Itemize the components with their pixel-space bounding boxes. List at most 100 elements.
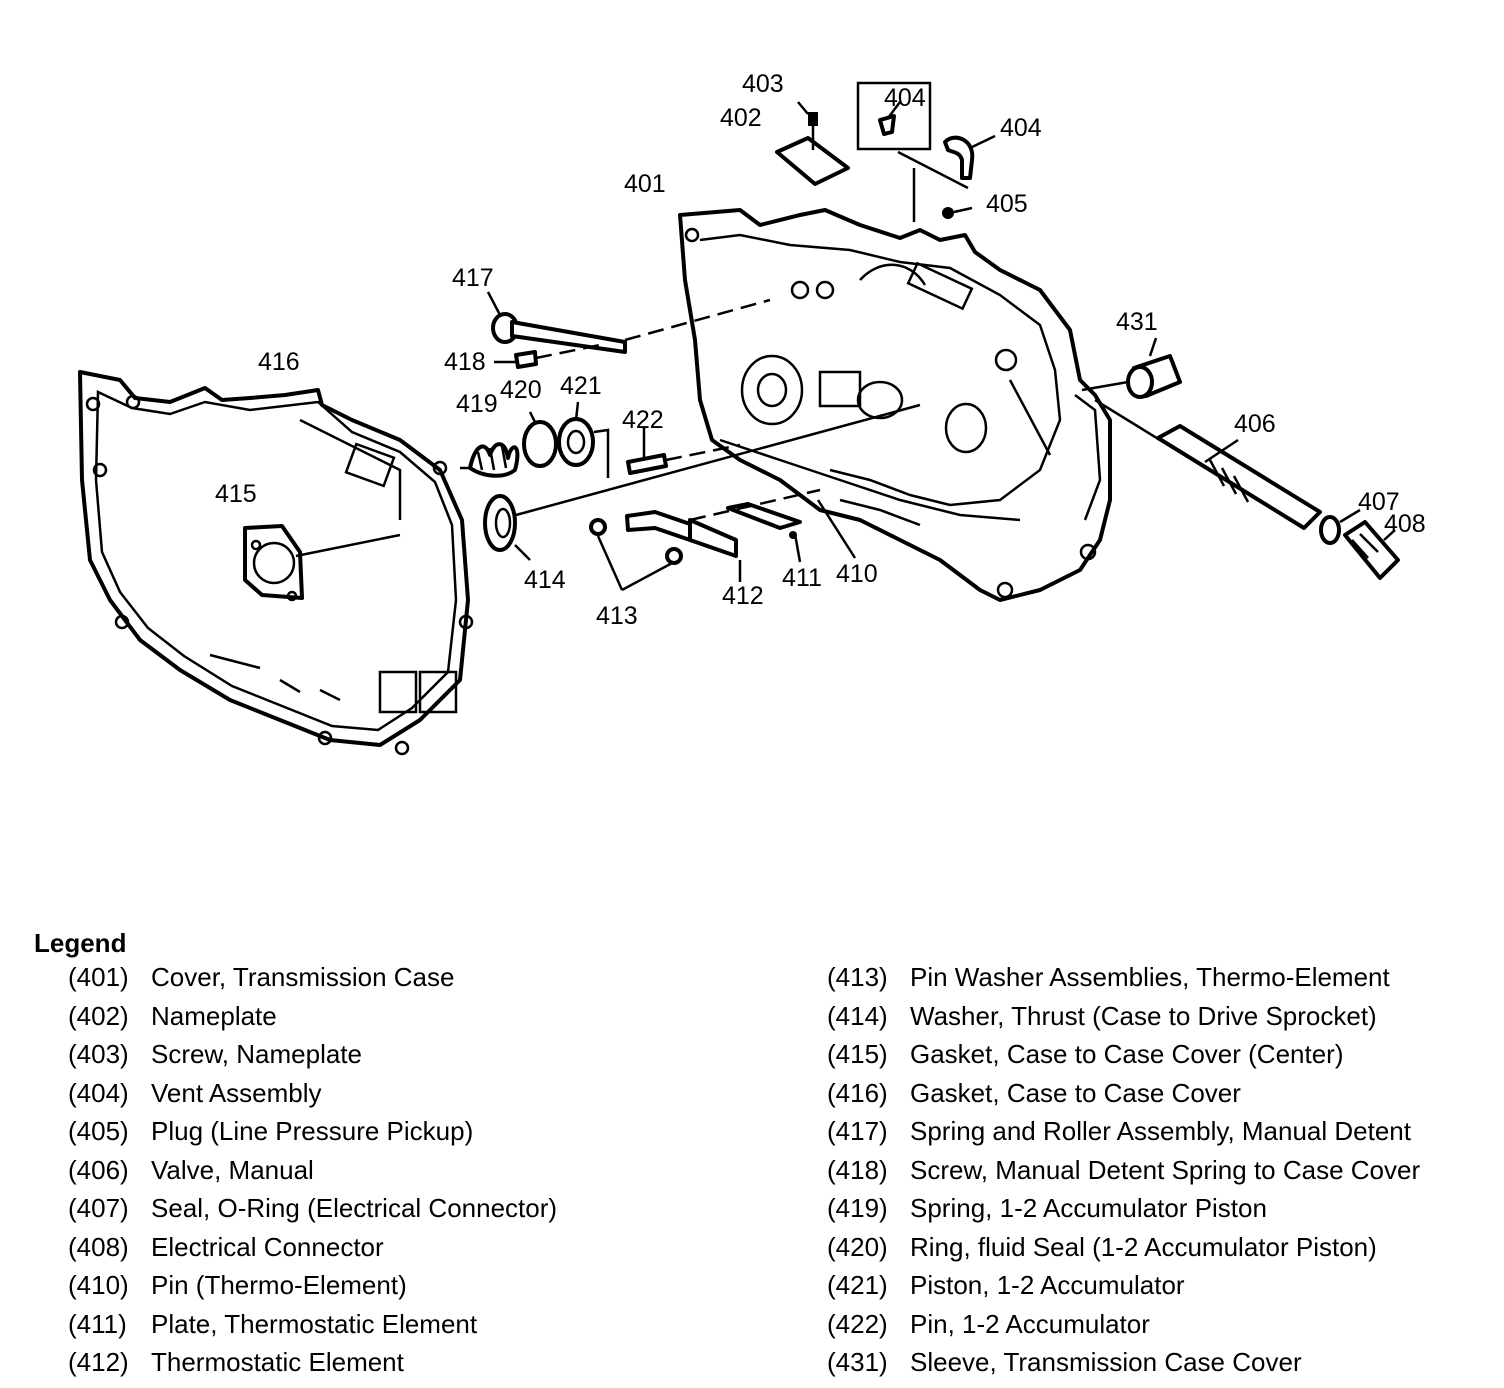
transmission-case-cover [678, 208, 1112, 602]
legend-item-code: (404) [68, 1077, 129, 1108]
legend-item-code: (419) [827, 1193, 888, 1223]
callout-422: 422 [622, 406, 664, 434]
legend-item: (422) Pin, 1-2 Accumulator [827, 1309, 1504, 1348]
legend-item-code: (422) [827, 1308, 888, 1339]
legend-item: (421) Piston, 1-2 Accumulator [827, 1270, 1504, 1309]
callout-401: 401 [624, 170, 666, 198]
thermo-pin [689, 488, 857, 559]
legend-item-description: Ring, fluid Seal (1-2 Accumulator Piston… [910, 1231, 1377, 1262]
electrical-connector [1343, 520, 1400, 580]
legend-item-description: Pin (Thermo-Element) [151, 1270, 407, 1300]
legend-item: (413) Pin Washer Assemblies, Thermo-Eleme… [827, 962, 1504, 1001]
legend-item-description: Plate, Thermostatic Element [151, 1308, 478, 1339]
legend-item-code: (415) [827, 1039, 888, 1069]
thermostatic-plate [726, 502, 802, 563]
legend-item: (431) Sleeve, Transmission Case Cover [827, 1347, 1504, 1386]
legend-item-description: Spring, 1-2 Accumulator Piston [910, 1193, 1267, 1223]
legend-item-description: Gasket, Case to Case Cover (Center) [910, 1039, 1344, 1069]
legend-item-code: (418) [827, 1154, 888, 1185]
legend-item: (419) Spring, 1-2 Accumulator Piston [827, 1193, 1504, 1232]
legend-item: (420) Ring, fluid Seal (1-2 Accumulator P… [827, 1232, 1504, 1271]
callout-405: 405 [986, 190, 1028, 218]
callout-404-box: 404 [884, 84, 926, 112]
callout-403: 403 [742, 70, 784, 98]
legend-item-description: Thermostatic Element [151, 1347, 404, 1377]
callout-415: 415 [215, 480, 257, 508]
legend-item-description: Piston, 1-2 Accumulator [910, 1270, 1185, 1300]
case-cover-sleeve [1081, 337, 1182, 399]
callout-414: 414 [524, 566, 566, 594]
legend-item-description: Valve, Manual [151, 1154, 314, 1185]
legend-item-description: Plug (Line Pressure Pickup) [151, 1116, 474, 1146]
accumulator-pin [626, 428, 741, 475]
legend-item: (412) Thermostatic Element [68, 1347, 748, 1386]
callout-418: 418 [444, 348, 486, 376]
legend-item: (403) Screw, Nameplate [68, 1039, 748, 1078]
legend-item: (416)Gasket, Case to Case Cover [827, 1078, 1504, 1117]
legend-right-column: (413) Pin Washer Assemblies, Thermo-Eleme… [827, 962, 1504, 1386]
thermostatic-element [625, 510, 742, 582]
legend-item-description: Cover, Transmission Case [151, 962, 455, 992]
callout-419: 419 [456, 390, 498, 418]
callout-421: 421 [560, 372, 602, 400]
callout-416: 416 [258, 348, 300, 376]
legend-item: (410) Pin (Thermo-Element) [68, 1270, 748, 1309]
legend-item-description: Screw, Manual Detent Spring to Case Cove… [910, 1154, 1421, 1185]
exploded-view-diagram: 401 402 403 404 404 405 406 407 408 410 … [78, 70, 1426, 756]
legend-item-code: (417) [827, 1116, 888, 1146]
gasket-center [243, 524, 401, 602]
callout-411: 411 [782, 564, 822, 592]
callout-404: 404 [1000, 114, 1042, 142]
legend-item-code: (420) [827, 1231, 888, 1262]
callout-406: 406 [1234, 410, 1276, 438]
legend-item-description: Sleeve, Transmission Case Cover [910, 1347, 1302, 1377]
legend-left-column: (401) Cover, Transmission Case (402) Namepl… [68, 962, 748, 1386]
legend-item: (414)Washer, Thrust (Case to Drive Sproc… [827, 1001, 1504, 1040]
callout-420: 420 [500, 376, 542, 404]
legend-item-code: (405) [68, 1116, 129, 1146]
callout-410: 410 [836, 560, 878, 588]
callout-labels: 401 402 403 404 404 405 406 407 408 410 … [215, 70, 1426, 630]
legend-item: (406) Valve, Manual [68, 1155, 748, 1194]
legend-item-description: Pin, 1-2 Accumulator [910, 1308, 1150, 1339]
legend-item: (415) Gasket, Case to Case Cover (Center) [827, 1039, 1504, 1078]
legend-item-code: (413) [827, 962, 888, 992]
legend-item-code: (411) [68, 1308, 127, 1339]
legend-item: (401) Cover, Transmission Case [68, 962, 748, 1001]
legend-item-description: Vent Assembly [151, 1077, 322, 1108]
callout-431: 431 [1116, 308, 1158, 336]
legend-item-code: (416) [827, 1077, 888, 1108]
callout-407: 407 [1358, 488, 1400, 516]
legend-item: (402) Nameplate [68, 1001, 748, 1040]
nameplate [775, 101, 850, 186]
legend-item-code: (401) [68, 962, 129, 992]
legend-item-code: (403) [68, 1039, 129, 1069]
pin-washer-assemblies [589, 518, 683, 592]
legend-item-description: Seal, O-Ring (Electrical Connector) [151, 1193, 558, 1223]
callout-417: 417 [452, 264, 494, 292]
accumulator-spring [460, 442, 520, 478]
legend-item-code: (421) [827, 1270, 888, 1300]
detent-screw [494, 343, 601, 369]
callout-412: 412 [722, 582, 764, 610]
legend-item: (418) Screw, Manual Detent Spring to Case… [827, 1155, 1504, 1194]
legend-item-description: Electrical Connector [151, 1231, 384, 1262]
callout-402: 402 [720, 104, 762, 132]
legend-item-description: Pin Washer Assemblies, Thermo-Element [910, 962, 1390, 992]
accumulator-piston [557, 401, 610, 478]
legend-item: (408) Electrical Connector [68, 1232, 748, 1271]
legend-item-code: (408) [68, 1231, 129, 1262]
legend-item: (411) Plate, Thermostatic Element [68, 1309, 748, 1348]
legend-item: (417) Spring and Roller Assembly, Manual … [827, 1116, 1504, 1155]
legend-item-description: Screw, Nameplate [151, 1039, 362, 1069]
legend-item-description: Spring and Roller Assembly, Manual Deten… [910, 1116, 1411, 1146]
legend-item-code: (431) [827, 1347, 888, 1377]
legend-item-code: (406) [68, 1154, 129, 1185]
callout-413: 413 [596, 602, 638, 630]
legend-item-code: (410) [68, 1270, 129, 1300]
fluid-seal-ring [522, 411, 558, 468]
legend-item-code: (412) [68, 1347, 129, 1377]
legend-item: (405) Plug (Line Pressure Pickup) [68, 1116, 748, 1155]
legend-item-description: Nameplate [151, 1000, 277, 1031]
legend-item-code: (402) [68, 1000, 129, 1031]
